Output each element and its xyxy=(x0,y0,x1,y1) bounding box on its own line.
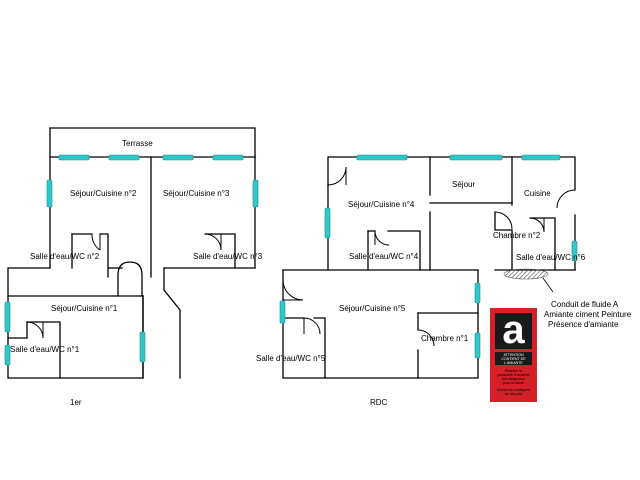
upper-floor: Terrasse Séjour/Cuisine n°2 Séjour/Cuisi… xyxy=(4,127,263,407)
window xyxy=(279,300,286,324)
room-label-salle-eau-6: Salle d'eau/WC n°6 xyxy=(516,253,586,262)
badge-small-1: Respirer la xyxy=(505,369,522,373)
asbestos-annotation: Conduit de fluide A Amiante ciment Peint… xyxy=(544,300,632,329)
badge-small-5: Suivre les consignes xyxy=(497,388,530,392)
asbestos-warning-badge: a ATTENTION CONTIENT DE L'AMIANTE Respir… xyxy=(490,308,537,402)
window xyxy=(212,154,244,161)
window xyxy=(474,332,481,359)
room-label-cuisine: Cuisine xyxy=(524,189,551,198)
room-label-terrasse: Terrasse xyxy=(122,139,153,148)
window xyxy=(356,154,408,161)
badge-small-3: est dangereux xyxy=(502,377,525,381)
badge-caption-box xyxy=(495,352,532,365)
floor-label-ground: RDC xyxy=(370,398,388,407)
badge-caption-2: CONTIENT DE xyxy=(501,357,526,361)
badge-caption-3: L'AMIANTE xyxy=(504,361,523,365)
window xyxy=(162,154,194,161)
room-label-salle-eau-1: Salle d'eau/WC n°1 xyxy=(10,345,80,354)
badge-caption-1: ATTENTION xyxy=(503,353,524,357)
ground-walls xyxy=(282,156,576,379)
room-label-salle-eau-2: Salle d'eau/WC n°2 xyxy=(30,252,100,261)
window xyxy=(521,154,561,161)
window xyxy=(4,344,11,366)
window xyxy=(58,154,90,161)
window xyxy=(571,240,578,262)
room-label-sejour: Séjour xyxy=(452,180,475,189)
upper-windows xyxy=(4,154,259,366)
ground-windows xyxy=(279,154,578,359)
room-label-sejour-cuisine-1: Séjour/Cuisine n°1 xyxy=(51,304,118,313)
upper-door-swings xyxy=(26,233,222,339)
window xyxy=(139,331,146,363)
room-label-salle-eau-3: Salle d'eau/WC n°3 xyxy=(193,252,263,261)
room-label-sejour-cuisine-4: Séjour/Cuisine n°4 xyxy=(348,200,415,209)
hatched-conduit xyxy=(503,268,549,280)
room-label-chambre-1: Chambre n°1 xyxy=(421,334,469,343)
room-label-salle-eau-5: Salle d'eau/WC n°5 xyxy=(256,354,326,363)
window xyxy=(108,154,140,161)
ground-labels: Séjour/Cuisine n°4 Salle d'eau/WC n°4 Sé… xyxy=(256,180,586,407)
annotation-line-1: Conduit de fluide A xyxy=(551,300,619,309)
window xyxy=(4,301,11,333)
room-label-sejour-cuisine-2: Séjour/Cuisine n°2 xyxy=(70,189,137,198)
window xyxy=(324,207,331,239)
ground-floor: Séjour/Cuisine n°4 Salle d'eau/WC n°4 Sé… xyxy=(256,154,632,407)
badge-letter-box xyxy=(495,313,532,349)
room-label-sejour-cuisine-3: Séjour/Cuisine n°3 xyxy=(163,189,230,198)
room-label-chambre-2: Chambre n°2 xyxy=(493,231,541,240)
annotation-line-2: Amiante ciment Peinture xyxy=(544,310,632,319)
badge-small-2: poussière d'amiante xyxy=(497,373,529,377)
floor-label-upper: 1er xyxy=(70,398,82,407)
badge-letter: a xyxy=(502,308,525,352)
room-label-salle-eau-4: Salle d'eau/WC n°4 xyxy=(349,252,419,261)
window xyxy=(474,282,481,304)
ground-door-swings xyxy=(282,166,576,347)
badge-small-6: de sécurité xyxy=(505,392,523,396)
window xyxy=(252,179,259,208)
room-label-sejour-cuisine-5: Séjour/Cuisine n°5 xyxy=(339,304,406,313)
annotation-leader xyxy=(542,277,554,293)
upper-labels: Terrasse Séjour/Cuisine n°2 Séjour/Cuisi… xyxy=(10,139,263,407)
window xyxy=(46,179,53,208)
window xyxy=(449,154,503,161)
annotation-line-3: Présence d'amiante xyxy=(548,320,619,329)
badge-small-4: pour la santé xyxy=(503,381,524,385)
